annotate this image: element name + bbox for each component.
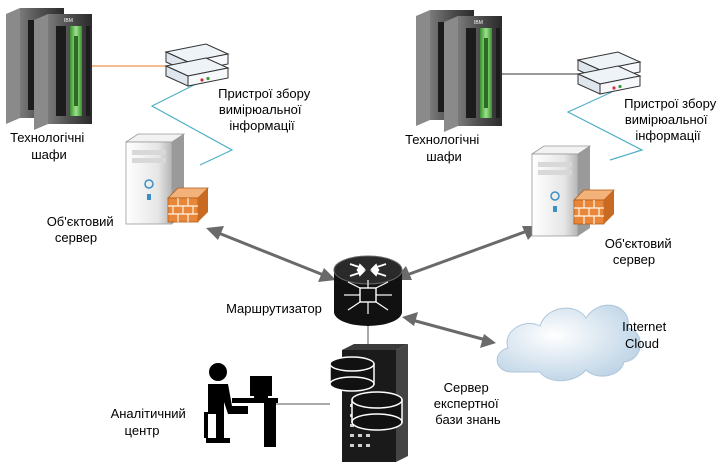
rack-cabinet-icon-right: IBM (416, 10, 502, 132)
cabinets-label-right: Технологічні шафи (405, 132, 483, 164)
internet-label: Internet Cloud (622, 319, 670, 351)
router-icon (333, 255, 403, 326)
cloud-icon (496, 304, 641, 382)
rack-badge-left: IBM (64, 18, 73, 24)
object-server-label-left: Об'єктовий сервер (47, 214, 118, 245)
acquisition-device-icon-right (577, 51, 641, 95)
device-server-link-left (150, 83, 234, 166)
acquisition-label-left: Пристрої збору вимірюальної інформації (218, 86, 314, 133)
expert-server-label: Сервер експертної бази знань (434, 380, 502, 427)
double-arrow-cloud (402, 312, 496, 348)
acquisition-device-icon-left (165, 43, 229, 87)
firewall-icon-left (167, 187, 209, 223)
double-arrow-right (394, 226, 540, 280)
router-label: Маршрутизатор (226, 301, 322, 316)
object-server-label-right: Об'єктовий сервер (605, 236, 676, 267)
links (68, 65, 644, 405)
rack-badge-right: IBM (474, 20, 483, 26)
cabinets-label-left: Технологічні шафи (10, 130, 88, 162)
database-server-icon (329, 344, 408, 462)
device-server-link-right (566, 91, 644, 161)
double-arrow-left (206, 226, 336, 282)
operator-workstation-icon (204, 363, 278, 447)
analytic-center-label: Аналітичний центр (111, 406, 190, 438)
firewall-icon-right (573, 189, 615, 225)
rack-cabinet-icon-left: IBM (6, 8, 92, 130)
acquisition-label-right: Пристрої збору вимірюальної інформації (624, 96, 720, 143)
